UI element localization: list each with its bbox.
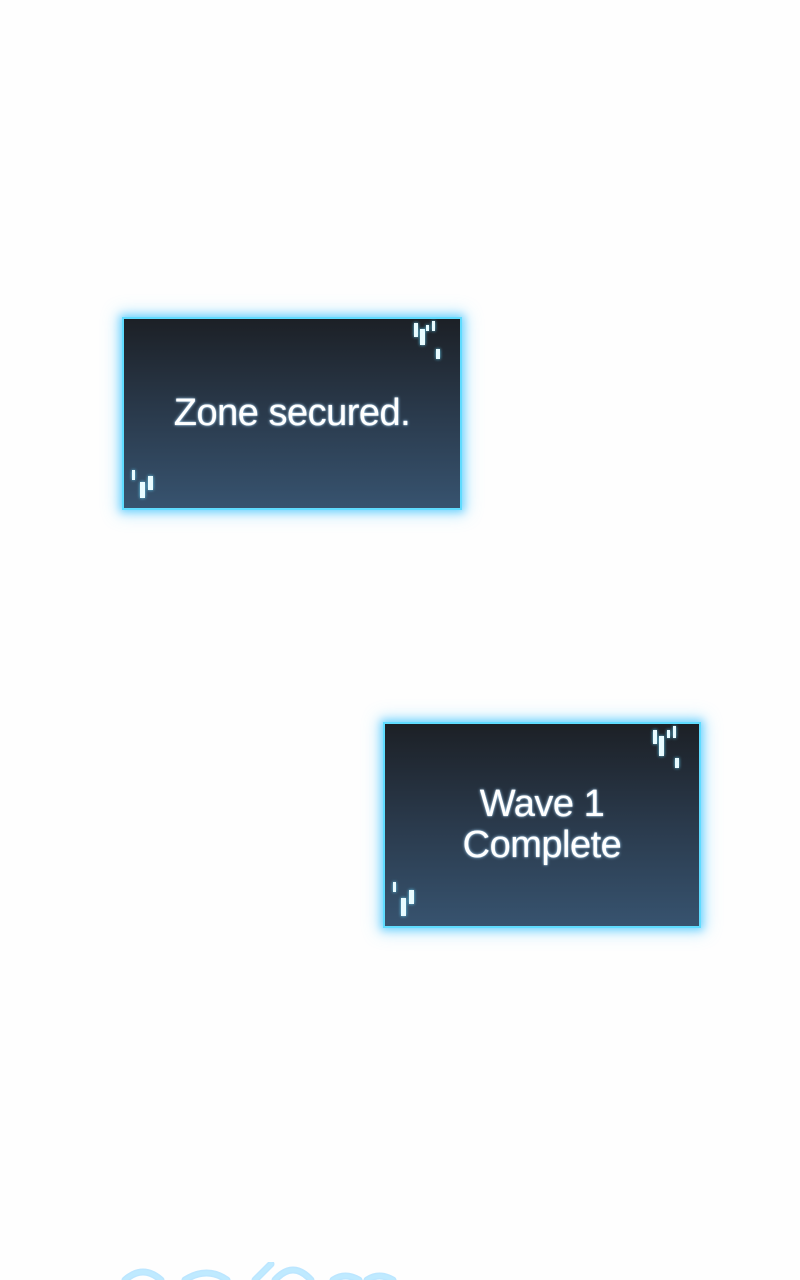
glitch-corner-icon bbox=[391, 880, 431, 924]
glitch-corner-icon bbox=[653, 726, 693, 770]
notification-zone-secured: Zone secured. bbox=[122, 317, 462, 510]
notification-text: Wave 1 Complete bbox=[462, 783, 622, 866]
glitch-corner-icon bbox=[130, 462, 170, 506]
notification-text: Zone secured. bbox=[173, 392, 411, 434]
partial-glow-icon-row bbox=[121, 1262, 397, 1280]
glitch-corner-icon bbox=[414, 321, 454, 365]
notification-wave-complete: Wave 1 Complete bbox=[383, 722, 701, 928]
